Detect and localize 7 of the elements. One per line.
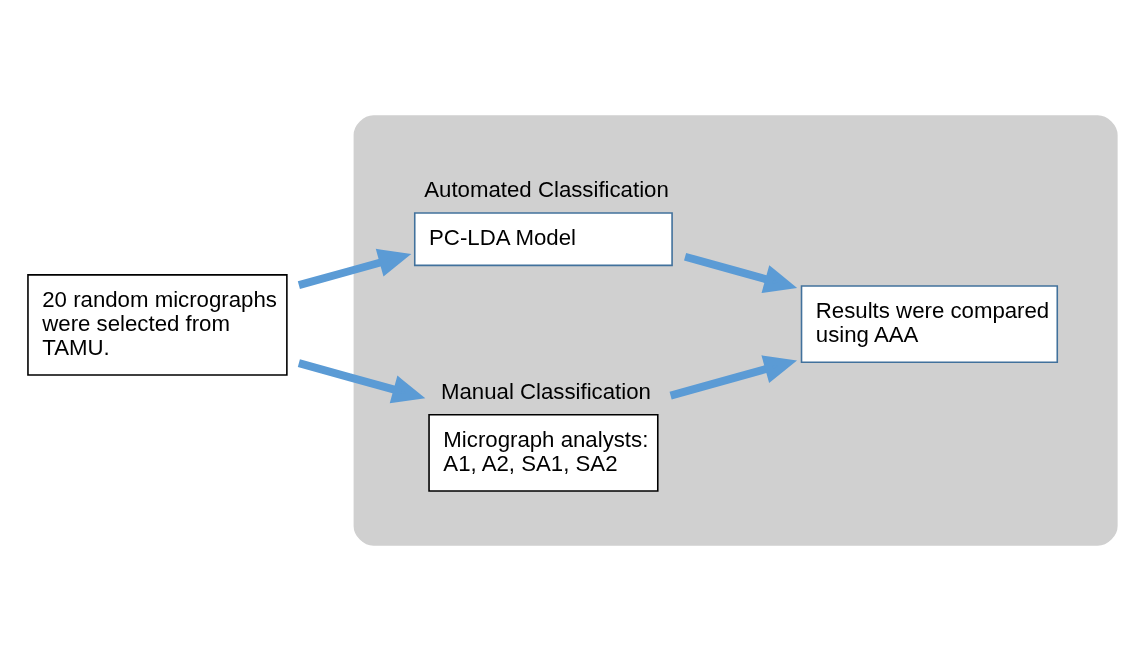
- node-label: Automated Classification: [424, 176, 669, 202]
- cluster: [353, 114, 1118, 546]
- arrow: [684, 252, 798, 293]
- arrow: [297, 248, 412, 289]
- arrow: [297, 358, 426, 403]
- node-label: Manual Classification: [440, 378, 651, 404]
- arrow: [669, 354, 798, 399]
